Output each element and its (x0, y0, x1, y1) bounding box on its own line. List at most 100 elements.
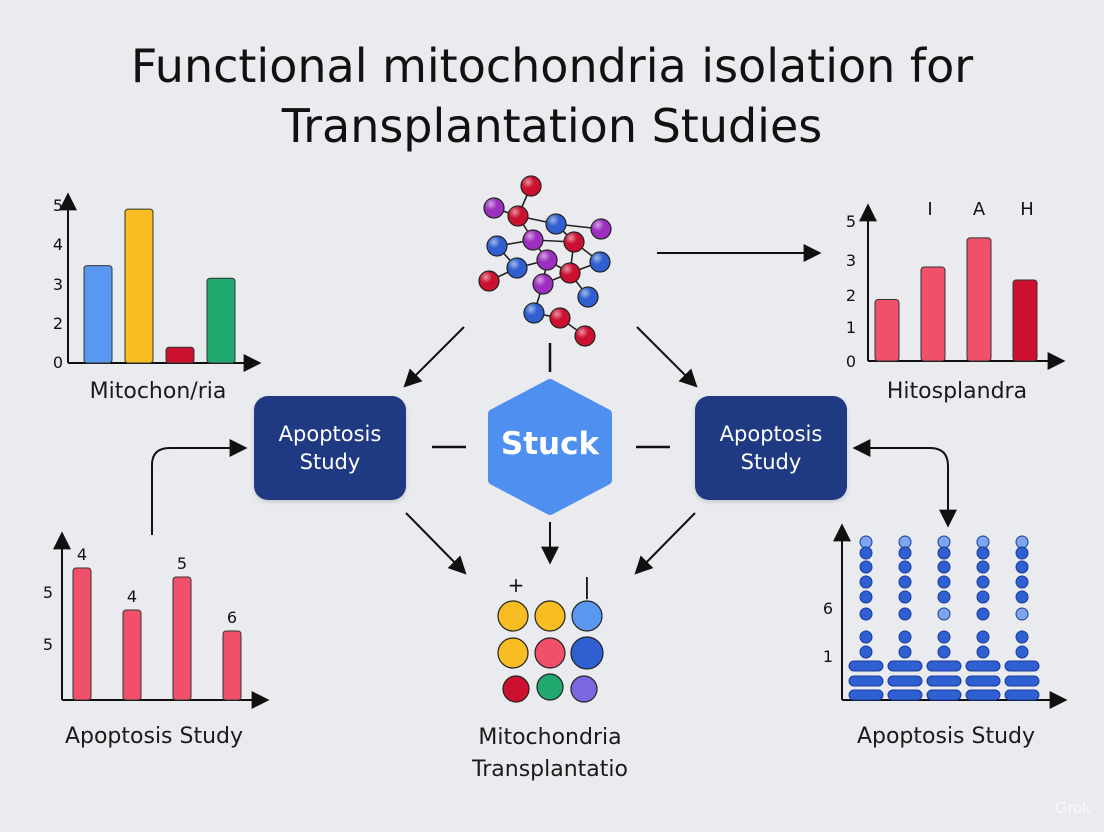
dot-plot-point (1015, 560, 1029, 574)
dot-plot-point (965, 675, 1001, 687)
center-hexagon[interactable] (488, 379, 612, 515)
dot-plot-point (859, 630, 873, 644)
chart-tr-bar (920, 266, 946, 362)
chart-bl-data-label: 4 (77, 545, 87, 564)
arrow-right-box-to-dots (634, 512, 696, 575)
chart-tl-bar (206, 277, 236, 364)
molecule-atom-highlight (591, 219, 611, 239)
chart-tr-bar (966, 237, 992, 362)
caption-top-left-chart: Mitochon/ria (89, 379, 227, 404)
chart-tr-bar (874, 298, 900, 362)
chart-bl-tick-label: 5 (43, 583, 53, 602)
dot-plot-point (898, 575, 912, 589)
molecule-atom-highlight (523, 230, 543, 250)
right-box-apoptosis-study[interactable]: Apoptosis Study (695, 396, 847, 500)
chart-tl-bar (165, 346, 195, 364)
chart-bl-bar (172, 576, 192, 701)
chart-tr-tick-label: 1 (846, 318, 856, 337)
chart-tl-bar (83, 265, 113, 364)
dot-plot-point (976, 607, 990, 621)
dot-plot-point (1015, 590, 1029, 604)
chart-bottom-left: 4 4 5 6 5 5 (43, 531, 270, 709)
dot-plot-point (937, 546, 951, 560)
plus-mark: + (508, 573, 525, 597)
chart-tl-tick-label: 3 (53, 275, 63, 294)
dot-plot-point (898, 645, 912, 659)
chart-tr-bar (1012, 279, 1038, 362)
dot-plot-point (887, 660, 923, 672)
dot-plot-point (1015, 546, 1029, 560)
chart-tl-tick-label: 4 (53, 235, 63, 254)
chart-bl-data-label: 5 (177, 554, 187, 573)
dot-plot-point (887, 675, 923, 687)
molecule-atom-highlight (508, 206, 528, 226)
page-title-line-2: Transplantation Studies (281, 99, 823, 153)
chart-bl-bar (122, 609, 142, 701)
dot-plot-point (976, 630, 990, 644)
caption-bottom-right-chart: Apoptosis Study (856, 724, 1036, 749)
dot-plot-point (848, 689, 884, 701)
dot-plot-point (976, 590, 990, 604)
chart-tl-bar (124, 208, 154, 364)
molecule-network-icon (478, 175, 612, 347)
dot-plot-point (976, 535, 990, 549)
grid-circle (534, 637, 566, 669)
watermark: Grok (1055, 800, 1090, 817)
dot-plot-point (898, 535, 912, 549)
grid-circle (497, 637, 529, 669)
dot-plot-point (1015, 630, 1029, 644)
dot-plot-point (859, 560, 873, 574)
arrow-molecule-to-right-box (636, 326, 698, 388)
caption-bottom-left-chart: Apoptosis Study (64, 724, 244, 749)
grid-circle (571, 600, 603, 632)
molecule-atom-highlight (487, 236, 507, 256)
dot-plot-point (937, 607, 951, 621)
molecule-atom-highlight (590, 252, 610, 272)
dot-plot-point (859, 575, 873, 589)
molecule-atom-highlight (484, 198, 504, 218)
dot-plot-point (937, 560, 951, 574)
molecule-atom-highlight (533, 274, 553, 294)
dot-plot-point (887, 689, 923, 701)
dot-plot-point (976, 546, 990, 560)
chart-tr-top-label: A (973, 199, 986, 220)
chart-tr-tick-label: 2 (846, 286, 856, 305)
dot-plot-point (926, 675, 962, 687)
chart-bl-bar (222, 630, 242, 701)
chart-tl-tick-label: 5 (53, 196, 63, 215)
chart-bl-data-label: 4 (127, 587, 137, 606)
dot-plot-point (937, 645, 951, 659)
dot-plot-point (937, 630, 951, 644)
dot-plot-point (859, 535, 873, 549)
dot-plot-point (898, 546, 912, 560)
dot-plot-point (898, 630, 912, 644)
grid-circle (570, 675, 598, 703)
page-title-line-1: Functional mitochondria isolation for (130, 39, 974, 93)
dot-plot-point (976, 645, 990, 659)
chart-tr-top-label: I (927, 199, 932, 220)
left-box-apoptosis-study[interactable]: Apoptosis Study (254, 396, 406, 500)
molecule-atom-highlight (575, 326, 595, 346)
arrow-molecule-to-left-box (403, 326, 465, 388)
dot-plot-point (926, 660, 962, 672)
molecule-atom-highlight (578, 287, 598, 307)
molecule-atom-highlight (507, 258, 527, 278)
chart-bl-data-label: 6 (227, 608, 237, 627)
chart-bl-bar (72, 567, 92, 701)
molecule-atom-highlight (564, 232, 584, 252)
dot-plot-point (965, 689, 1001, 701)
caption-bottom-center-line-2: Transplantatio (472, 757, 628, 782)
molecule-atom-highlight (521, 176, 541, 196)
dot-plot-point (1004, 675, 1040, 687)
dot-plot-point (1004, 660, 1040, 672)
chart-tl-tick-label: 2 (53, 314, 63, 333)
chart-br-tick-label: 1 (823, 647, 833, 666)
chart-bl-tick-label: 5 (43, 635, 53, 654)
molecule-atom-highlight (479, 271, 499, 291)
chart-tr-tick-label: 0 (846, 352, 856, 371)
dot-plot-point (926, 689, 962, 701)
arrow-right-box-to-dot-plot (852, 439, 957, 528)
dot-plot-point (1015, 535, 1029, 549)
chart-tr-tick-label: 5 (846, 212, 856, 231)
dot-plot-point (976, 560, 990, 574)
